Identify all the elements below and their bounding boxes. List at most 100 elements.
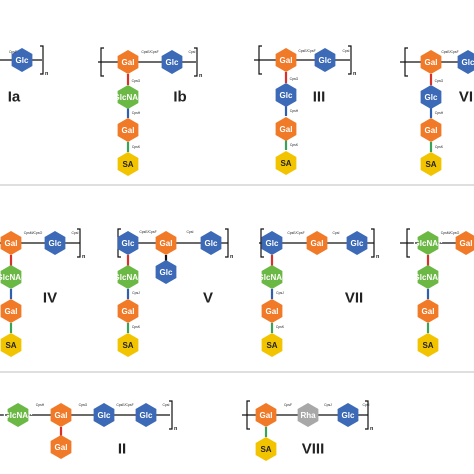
gal-residue-label: Gal: [460, 239, 473, 248]
glc-residue: Glc: [135, 403, 157, 427]
gal-residue-shape: [261, 299, 283, 323]
gal-residue: Gal: [420, 118, 442, 142]
repeat-bracket-left: [100, 47, 104, 77]
gal-residue: Gal: [117, 50, 139, 74]
glc-residue-shape: [44, 231, 66, 255]
glc-residue: Glc: [155, 260, 177, 284]
glc-residue-label: Glc: [266, 239, 279, 248]
glcnac-residue-shape: [7, 403, 29, 427]
sa-residue-shape: [275, 151, 297, 175]
sa-residue-label: SA: [280, 159, 291, 168]
repeat-bracket-right: [365, 400, 369, 430]
gal-residue: Gal: [117, 299, 139, 323]
gal-residue-label: Gal: [122, 126, 135, 135]
linkage-label: CpsH: [36, 403, 45, 407]
repeat-count-n: n: [376, 254, 380, 260]
linkage-label: CpsI: [72, 231, 79, 235]
sa-residue: SA: [275, 151, 297, 175]
gal-residue-label: Gal: [425, 126, 438, 135]
sa-residue: SA: [0, 333, 22, 357]
gal-residue-shape: [255, 403, 277, 427]
gal-residue-label: Gal: [425, 58, 438, 67]
sa-residue-label: SA: [266, 341, 277, 350]
gal-residue-shape: [50, 435, 72, 459]
linkage-label: CpsJ: [276, 291, 284, 295]
linkage-label: CpsJ: [132, 291, 140, 295]
sa-residue-shape: [255, 437, 277, 461]
glcnac-residue-label: GlcNAc: [414, 239, 443, 248]
glc-residue: Glc: [314, 48, 336, 72]
gal-residue-shape: [0, 299, 22, 323]
gal-residue: Gal: [0, 299, 22, 323]
sa-residue: SA: [417, 333, 439, 357]
gal-residue-shape: [455, 231, 474, 255]
glcnac-residue-shape: [117, 85, 139, 109]
glc-residue: Glc: [337, 403, 359, 427]
glc-residue-label: Glc: [16, 56, 29, 65]
glc-residue-shape: [11, 48, 33, 72]
glc-residue-label: Glc: [140, 411, 153, 420]
gal-residue-label: Gal: [5, 307, 18, 316]
glc-residue: Glc: [261, 231, 283, 255]
linkage-label: CpsI: [363, 403, 370, 407]
repeat-bracket-left: [260, 228, 264, 258]
gal-residue: Gal: [255, 403, 277, 427]
structure-label-iv: IV: [43, 290, 57, 307]
repeat-bracket-left: [404, 47, 408, 77]
linkage-label: CpsH: [435, 111, 444, 115]
linkage-label: CpsK: [435, 145, 444, 149]
glcnac-residue-label: GlcNAc: [0, 273, 26, 282]
glc-residue-label: Glc: [342, 411, 355, 420]
glcnac-residue: GlcNAc: [114, 265, 143, 289]
sa-residue-label: SA: [122, 341, 133, 350]
glc-residue-shape: [155, 260, 177, 284]
glcnac-residue-label: GlcNAc: [114, 273, 143, 282]
repeat-count-n: n: [174, 426, 178, 432]
glc-residue: Glc: [275, 83, 297, 107]
gal-residue: Gal: [261, 299, 283, 323]
repeat-bracket-right: [225, 228, 229, 258]
glcnac-residue-shape: [0, 265, 22, 289]
linkage-label: CpsG: [79, 403, 88, 407]
repeat-bracket-right: [77, 228, 81, 258]
structure-label-vi: VI: [459, 89, 473, 106]
gal-residue-label: Gal: [311, 239, 324, 248]
glc-residue: Glc: [93, 403, 115, 427]
linkage-label: CpsH: [290, 109, 299, 113]
glc-residue-shape: [346, 231, 368, 255]
structure-label-ii: II: [118, 441, 126, 458]
glcnac-residue: GlcNAc: [414, 265, 443, 289]
gal-residue-label: Gal: [260, 411, 273, 420]
gal-residue: Gal: [420, 50, 442, 74]
gal-residue: Gal: [155, 231, 177, 255]
gal-residue-shape: [0, 231, 22, 255]
gal-residue-label: Gal: [122, 58, 135, 67]
structure-label-ia: Ia: [8, 89, 21, 106]
gal-residue-label: Gal: [122, 307, 135, 316]
sa-residue-shape: [117, 333, 139, 357]
sa-residue-label: SA: [122, 160, 133, 169]
glc-residue: Glc: [11, 48, 33, 72]
glc-residue-label: Glc: [98, 411, 111, 420]
linkage-label: CpsK: [132, 325, 141, 329]
sa-residue-label: SA: [5, 341, 16, 350]
sa-residue-shape: [261, 333, 283, 357]
glcnac-residue-shape: [417, 231, 439, 255]
gal-residue-shape: [117, 118, 139, 142]
repeat-count-n: n: [199, 73, 203, 79]
repeat-bracket-right: [194, 47, 198, 77]
linkage-label: CpsJ: [324, 403, 332, 407]
linkage-label: CpsI: [163, 403, 170, 407]
structure-label-ib: Ib: [173, 89, 186, 106]
glcnac-residue: GlcNAc: [4, 403, 33, 427]
linkage-label: CpsI: [187, 230, 194, 234]
sa-residue: SA: [255, 437, 277, 461]
glc-residue-label: Glc: [122, 239, 135, 248]
linkage-label: CpsG: [290, 77, 299, 81]
glc-residue-label: Glc: [351, 239, 364, 248]
repeat-count-n: n: [230, 254, 234, 260]
sa-residue-shape: [420, 152, 442, 176]
gal-residue-label: Gal: [160, 239, 173, 248]
glc-residue-label: Glc: [166, 58, 179, 67]
glc-residue-shape: [261, 231, 283, 255]
